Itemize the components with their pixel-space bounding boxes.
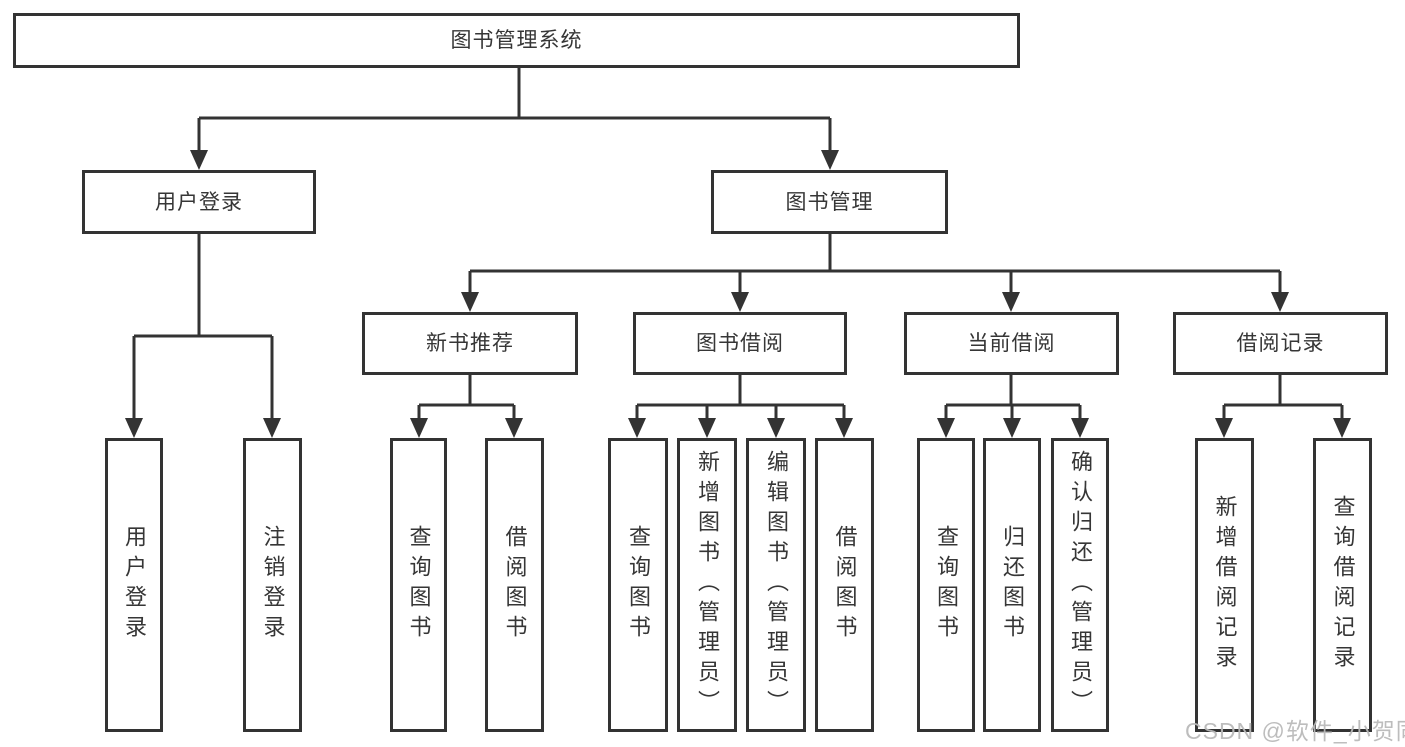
leaf-user-login: 用户登录 (105, 438, 163, 732)
leaf-edit-books-admin: 编辑图书（管理员） (746, 438, 806, 732)
leaf-query-books-borrow: 查询图书 (608, 438, 668, 732)
leaf-query-books-rec: 查询图书 (390, 438, 447, 732)
leaf-add-books-admin: 新增图书（管理员） (677, 438, 737, 732)
leaf-query-borrow-record: 查询借阅记录 (1313, 438, 1372, 732)
csdn-watermark: CSDN @软件_小贺同学 (1185, 718, 1405, 744)
leaf-add-borrow-record: 新增借阅记录 (1195, 438, 1254, 732)
node-user-login: 用户登录 (82, 170, 316, 234)
leaf-borrow-books-rec: 借阅图书 (485, 438, 544, 732)
leaf-borrow-books-borrow: 借阅图书 (815, 438, 874, 732)
node-book-management: 图书管理 (711, 170, 948, 234)
leaf-return-books: 归还图书 (983, 438, 1041, 732)
leaf-confirm-return-admin: 确认归还（管理员） (1051, 438, 1109, 732)
node-book-borrowing: 图书借阅 (633, 312, 847, 375)
node-new-book-recommendation: 新书推荐 (362, 312, 578, 375)
node-current-borrowing: 当前借阅 (904, 312, 1119, 375)
leaf-logout: 注销登录 (243, 438, 302, 732)
node-borrowing-records: 借阅记录 (1173, 312, 1388, 375)
leaf-query-books-current: 查询图书 (917, 438, 975, 732)
node-root: 图书管理系统 (13, 13, 1020, 68)
